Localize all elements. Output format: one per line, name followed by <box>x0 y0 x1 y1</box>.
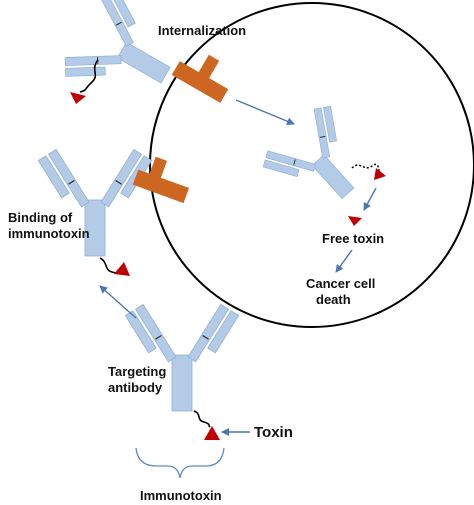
toxin-icon <box>204 426 220 440</box>
internalization-arrow <box>235 99 295 126</box>
linker <box>193 410 211 428</box>
targeting-antibody-label-line2: antibody <box>108 380 163 395</box>
free-toxin-label: Free toxin <box>322 231 384 246</box>
linker <box>79 59 99 93</box>
targeting-antibody <box>124 303 240 412</box>
release-arrow <box>363 187 377 211</box>
cancer-cell-death-label-line1: Cancer cell <box>306 276 375 291</box>
death-arrow <box>335 249 353 273</box>
receptor-binding <box>132 156 190 204</box>
cancer-cell <box>149 2 474 328</box>
binding-arrow <box>99 285 137 319</box>
binding-label-line1: Binding of <box>8 210 73 225</box>
internalization-label: Internalization <box>158 23 246 38</box>
receptor-top <box>171 54 229 103</box>
immunotoxin-label: Immunotoxin <box>140 488 222 503</box>
cancer-cell-death-label-line2: death <box>316 292 351 307</box>
toxin-label: Toxin <box>254 424 293 441</box>
toxin-icon <box>374 168 386 180</box>
immunotoxin-brace <box>135 447 225 479</box>
linker <box>99 257 119 275</box>
toxin-icon <box>114 262 130 276</box>
free-toxin-icon <box>348 216 362 226</box>
internalized-antibody <box>256 99 383 225</box>
targeting-antibody-label-line1: Targeting <box>108 364 166 379</box>
toxin-icon <box>70 92 86 104</box>
binding-label-line2: immunotoxin <box>8 226 90 241</box>
